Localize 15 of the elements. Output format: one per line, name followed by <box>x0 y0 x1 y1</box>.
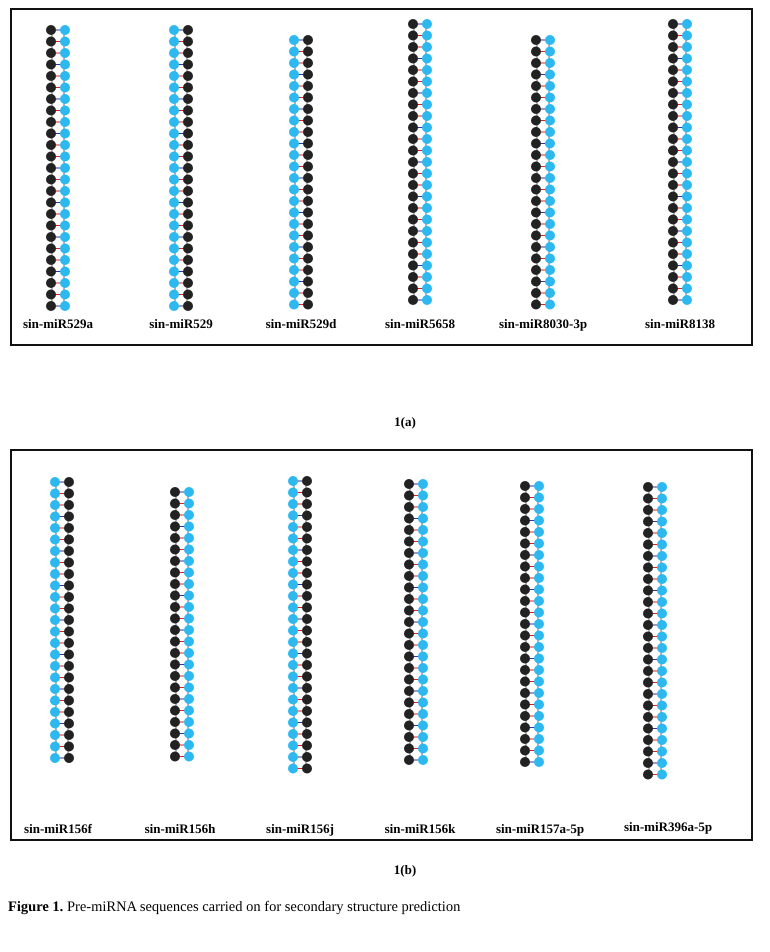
panel-label: 1(a) <box>394 414 416 430</box>
structure-name: sin-miR8138 <box>644 316 716 332</box>
structure-name: sin-miR396a-5p <box>624 819 712 835</box>
structure-name: sin-miR156j <box>266 821 334 837</box>
structure-name: sin-miR8030-3p <box>498 316 588 332</box>
structure-name: sin-miR156f <box>24 821 92 837</box>
structure-name: sin-miR157a-5p <box>496 821 584 837</box>
structure-name: sin-miR529d <box>266 316 336 332</box>
panel-label: 1(b) <box>394 862 416 878</box>
figure-caption: Figure 1. Pre-miRNA sequences carried on for secondary structure prediction <box>8 899 460 916</box>
structure-name: sin-miR5658 <box>384 316 456 332</box>
structure-name: sin-miR156k <box>384 821 456 837</box>
structure-name: sin-miR529a <box>22 316 94 332</box>
structure-name: sin-miR529 <box>149 316 213 332</box>
structure-name: sin-miR156h <box>144 821 216 837</box>
